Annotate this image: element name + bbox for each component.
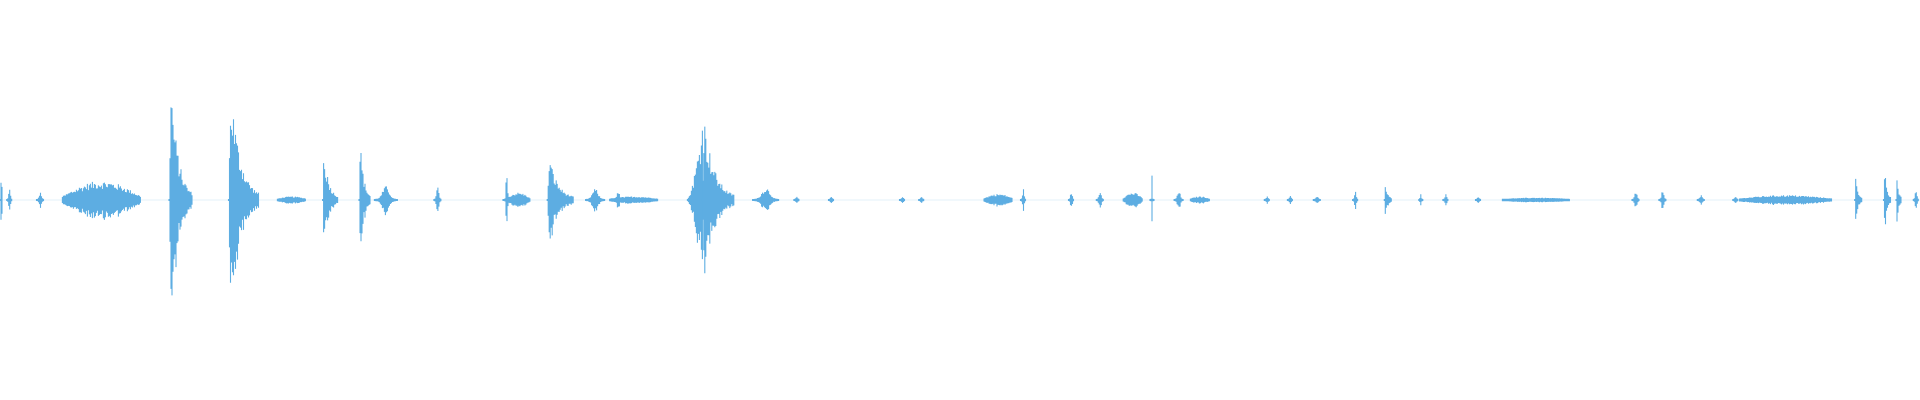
waveform-burst-path bbox=[1895, 180, 1902, 222]
waveform-burst bbox=[752, 189, 780, 210]
waveform-burst bbox=[1732, 197, 1739, 203]
waveform-burst bbox=[322, 163, 339, 233]
waveform-burst bbox=[227, 119, 260, 283]
waveform-burst bbox=[1383, 187, 1392, 214]
waveform-burst-path bbox=[701, 126, 735, 274]
waveform-burst-path bbox=[61, 181, 141, 220]
waveform-burst-path bbox=[898, 197, 906, 203]
waveform-burst bbox=[701, 126, 735, 274]
waveform-burst bbox=[1631, 193, 1640, 207]
waveform-burst-path bbox=[322, 163, 339, 233]
waveform-burst-path bbox=[1738, 195, 1833, 205]
waveform-burst-path bbox=[585, 189, 606, 212]
waveform-burst-path bbox=[1696, 195, 1705, 205]
waveform-burst-path bbox=[1854, 178, 1863, 219]
waveform-burst-path bbox=[1418, 194, 1424, 206]
waveform-burst bbox=[0, 182, 3, 220]
waveform-burst bbox=[168, 107, 193, 296]
waveform-burst bbox=[1263, 196, 1270, 204]
waveform-burst-path bbox=[918, 197, 925, 203]
waveform-burst-path bbox=[1019, 189, 1027, 211]
waveform-burst bbox=[585, 189, 606, 212]
waveform-burst-path bbox=[1095, 193, 1104, 208]
waveform-burst-path bbox=[686, 130, 703, 260]
waveform-burst-path bbox=[546, 165, 574, 239]
waveform-burst-path bbox=[1732, 197, 1739, 203]
waveform-burst bbox=[1854, 178, 1863, 219]
waveform-burst-path bbox=[1352, 191, 1359, 209]
waveform-burst-path bbox=[827, 197, 835, 203]
waveform-burst bbox=[506, 192, 531, 207]
waveform-burst-path bbox=[506, 192, 531, 207]
waveform-burst-path bbox=[1912, 192, 1919, 208]
waveform-burst bbox=[6, 189, 13, 210]
waveform-burst-path bbox=[358, 153, 371, 242]
waveform-burst-path bbox=[1442, 194, 1449, 206]
waveform-burst bbox=[276, 196, 306, 204]
waveform-burst-path bbox=[1312, 197, 1321, 203]
waveform-burst-path bbox=[1149, 175, 1155, 222]
waveform-burst-path bbox=[1122, 193, 1143, 208]
waveform-burst bbox=[1696, 195, 1705, 205]
waveform-burst bbox=[686, 130, 703, 260]
waveform-burst-path bbox=[752, 189, 780, 210]
waveform-burst bbox=[1352, 191, 1359, 209]
waveform-burst bbox=[1312, 197, 1321, 203]
waveform-burst bbox=[546, 165, 574, 239]
waveform-burst bbox=[1189, 196, 1210, 204]
waveform-burst bbox=[35, 192, 45, 208]
waveform-burst-path bbox=[373, 186, 398, 216]
waveform-burst-path bbox=[168, 107, 193, 296]
waveform-burst bbox=[827, 197, 835, 203]
waveform-burst bbox=[358, 153, 371, 242]
waveform-burst-path bbox=[227, 119, 260, 283]
waveform-burst-path bbox=[1173, 193, 1184, 207]
waveform-burst bbox=[1122, 193, 1143, 208]
waveform-burst bbox=[1501, 197, 1570, 203]
waveform-burst-path bbox=[433, 187, 442, 211]
waveform-burst-path bbox=[1189, 196, 1210, 204]
waveform-burst bbox=[373, 186, 398, 216]
waveform-burst bbox=[1882, 178, 1892, 225]
waveform-burst-path bbox=[6, 189, 13, 210]
waveform-burst bbox=[609, 196, 659, 204]
waveform-burst bbox=[1095, 193, 1104, 208]
waveform-burst bbox=[1658, 192, 1667, 208]
waveform-burst-path bbox=[609, 196, 659, 204]
waveform-burst-path bbox=[35, 192, 45, 208]
waveform-burst-path bbox=[1263, 196, 1270, 204]
waveform-burst-path bbox=[1474, 197, 1482, 203]
waveform-burst-path bbox=[1067, 194, 1075, 206]
waveform-burst bbox=[1067, 194, 1075, 206]
waveform-burst-path bbox=[0, 182, 3, 220]
waveform-burst bbox=[1442, 194, 1449, 206]
waveform-burst-path bbox=[1658, 192, 1667, 208]
waveform-burst bbox=[1474, 197, 1482, 203]
waveform-burst bbox=[433, 187, 442, 211]
waveform-burst bbox=[61, 181, 141, 220]
waveform-burst-path bbox=[793, 196, 800, 203]
waveform-burst bbox=[1418, 194, 1424, 206]
waveform-burst bbox=[1173, 193, 1184, 207]
waveform-burst bbox=[1286, 196, 1293, 204]
waveform-burst bbox=[793, 196, 800, 203]
waveform-burst-path bbox=[1286, 196, 1293, 204]
waveform-burst-path bbox=[983, 194, 1013, 207]
waveform-burst-path bbox=[1631, 193, 1640, 207]
waveform-burst bbox=[898, 197, 906, 203]
waveform-burst bbox=[1149, 175, 1155, 222]
waveform-burst-path bbox=[1383, 187, 1392, 214]
waveform-burst-path bbox=[1882, 178, 1892, 225]
waveform-burst bbox=[1895, 180, 1902, 222]
waveform-burst bbox=[918, 197, 925, 203]
waveform-burst bbox=[983, 194, 1013, 207]
waveform-burst bbox=[1019, 189, 1027, 211]
waveform-burst bbox=[1738, 195, 1833, 205]
waveform-burst-path bbox=[1501, 197, 1570, 203]
waveform-burst bbox=[1912, 192, 1919, 208]
waveform-burst-path bbox=[276, 196, 306, 204]
